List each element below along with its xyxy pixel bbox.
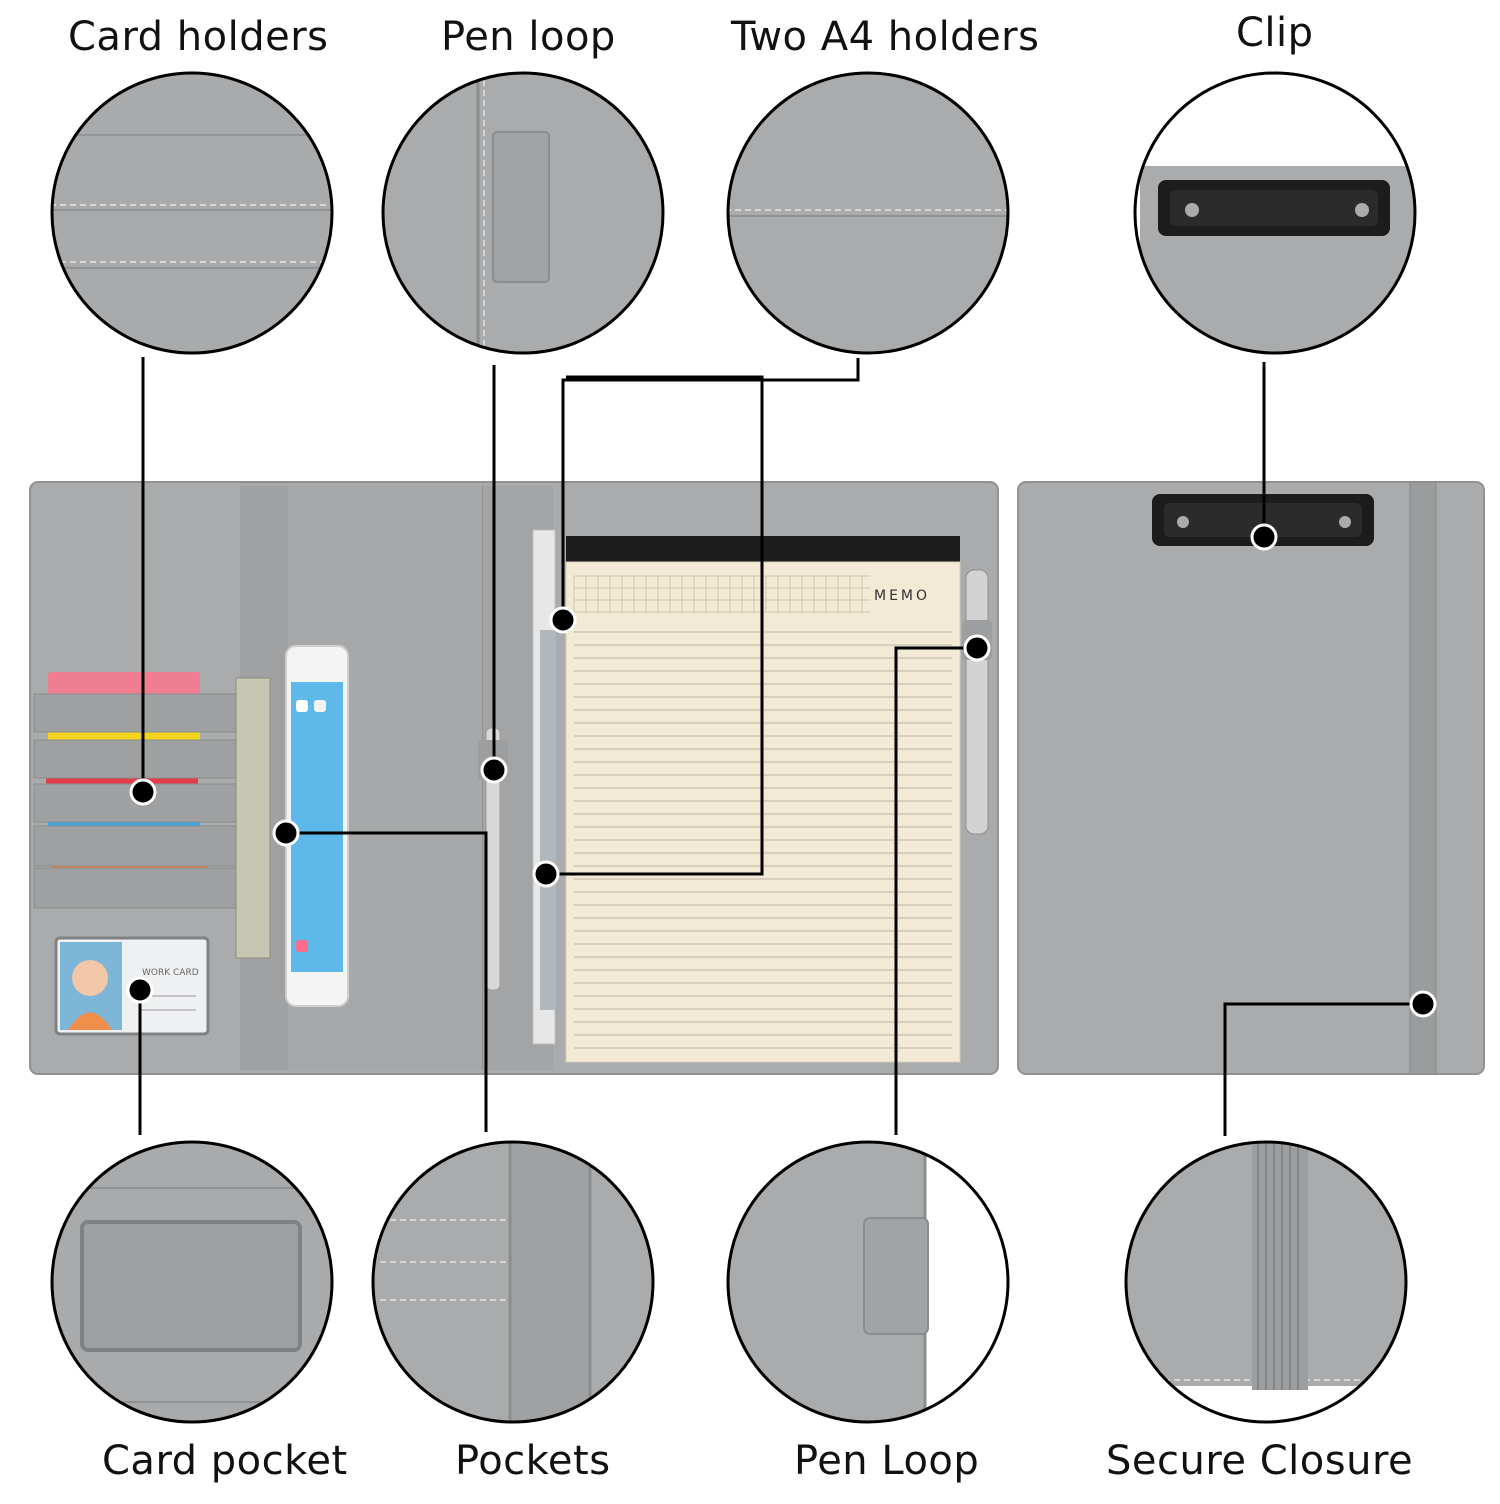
card-slots — [33, 672, 241, 909]
label-secure-closure: Secure Closure — [1106, 1438, 1414, 1484]
zoom-card-pocket — [50, 1140, 334, 1424]
callout-dots — [126, 523, 1437, 1018]
zoom-secure-closure — [1124, 1140, 1408, 1424]
id-card-text: WORK CARD — [142, 968, 199, 978]
zoom-pockets — [371, 1140, 655, 1424]
zoom-a4-holders — [726, 71, 1010, 355]
zoom-pen-loop-top — [381, 71, 665, 355]
tablet — [285, 645, 349, 1007]
memo-pad-text: MEMO — [874, 588, 930, 604]
zoom-pen-loop-bottom — [726, 1140, 1010, 1424]
label-pockets: Pockets — [455, 1438, 611, 1484]
closed-folio — [1017, 481, 1485, 1075]
label-two-a4-holders: Two A4 holders — [731, 14, 1040, 60]
label-pen-loop-bottom: Pen Loop — [794, 1438, 980, 1484]
label-clip: Clip — [1236, 10, 1314, 56]
leader-lines — [138, 357, 1423, 1136]
label-pen-loop: Pen loop — [441, 14, 616, 60]
label-card-holders: Card holders — [68, 14, 329, 60]
label-card-pocket: Card pocket — [102, 1438, 348, 1484]
zoom-card-holders — [50, 71, 334, 355]
zoom-clip — [1133, 71, 1417, 355]
open-folio: WORK CARD — [29, 481, 999, 1075]
